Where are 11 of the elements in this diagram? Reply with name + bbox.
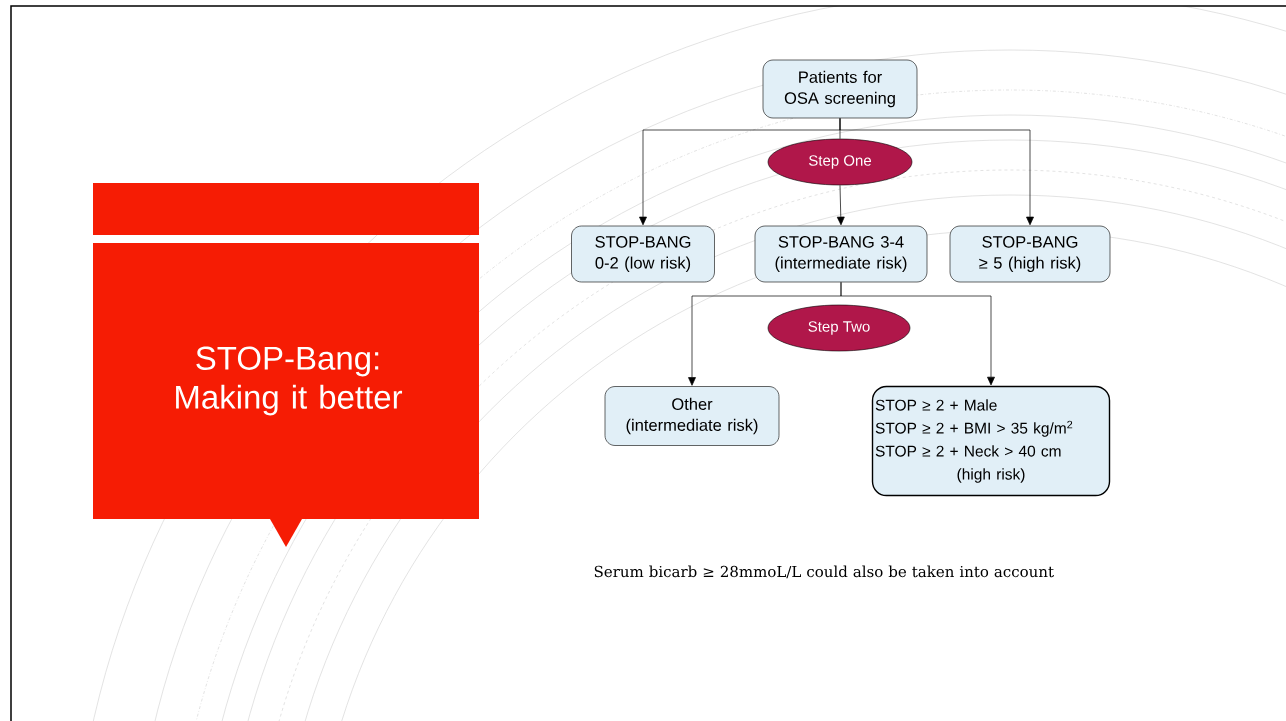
note-text: Serum bicarb ≥ 28mmoL/L could also be taken into account [594,565,1054,579]
arrow [840,281,995,386]
process-box: STOP-BANG 3-4 (intermediate risk) [754,225,928,283]
arrow [839,117,1034,226]
process-box: STOP-BANG ≥ 5 (high risk) [949,225,1111,283]
process-box: STOP ≥ 2 + Male STOP ≥ 2 + BMI > 35 kg/m$^{2}$ STOP ≥ 2 + Neck > 40 cm (high risk) [871,385,1111,497]
arrow [836,184,845,226]
process-box: STOP-BANG 0-2 (low risk) [571,225,715,283]
process-box: Other (intermediate risk) [604,386,780,446]
process-box: Patients for OSA screening [762,59,918,119]
title-callout: STOP-Bang: Making it better [93,183,479,547]
